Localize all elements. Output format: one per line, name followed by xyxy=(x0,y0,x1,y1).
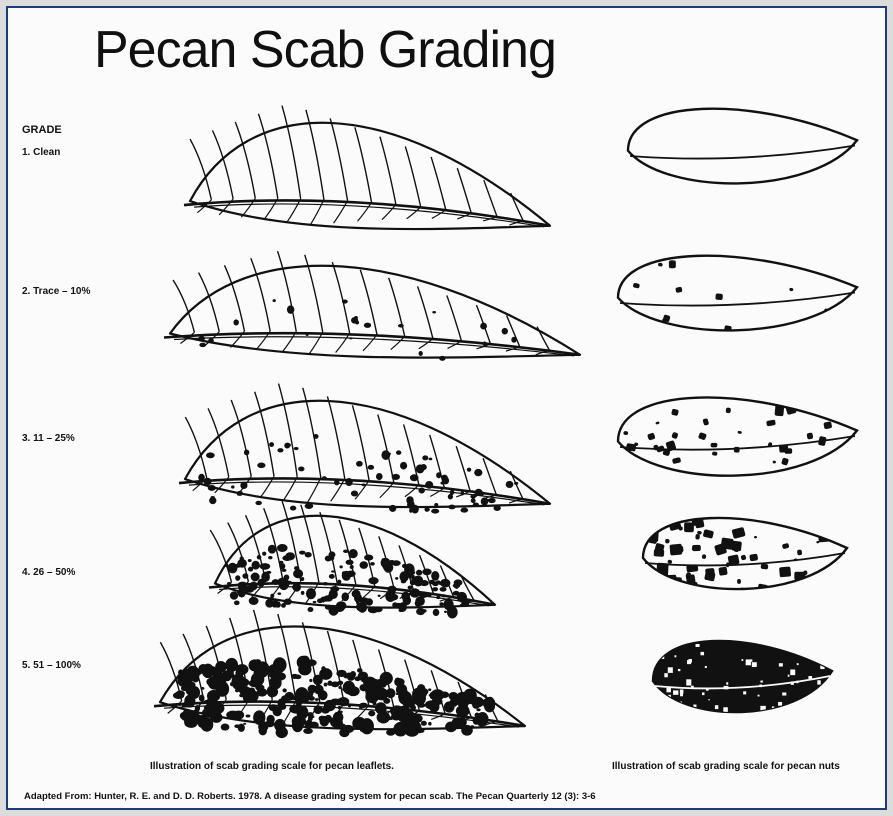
nut-grade-3 xyxy=(608,381,863,491)
nut-grade-5 xyxy=(643,626,838,726)
nut-grade-2 xyxy=(608,240,863,345)
source-citation: Adapted From: Hunter, R. E. and D. D. Ro… xyxy=(24,791,596,802)
grade-heading: GRADE xyxy=(22,124,62,136)
page-title: Pecan Scab Grading xyxy=(94,20,556,80)
grade-label-3: 3. 11 – 25% xyxy=(22,433,75,444)
grade-label-1: 1. Clean xyxy=(22,147,60,158)
nut-caption: Illustration of scab grading scale for p… xyxy=(612,761,840,772)
grade-label-2: 2. Trace – 10% xyxy=(22,286,90,297)
figure-sheet: Pecan Scab Grading GRADE 1. Clean 2. Tra… xyxy=(6,6,887,810)
nut-grade-4 xyxy=(633,503,853,603)
leaflet-grade-5 xyxy=(148,593,533,733)
leaflet-grade-1 xyxy=(178,88,558,233)
grade-label-5: 5. 51 – 100% xyxy=(22,660,81,671)
nut-grade-1 xyxy=(618,93,863,198)
grade-label-4: 4. 26 – 50% xyxy=(22,567,75,578)
leaflet-caption: Illustration of scab grading scale for p… xyxy=(150,761,394,772)
leaflet-grade-2 xyxy=(158,236,588,361)
